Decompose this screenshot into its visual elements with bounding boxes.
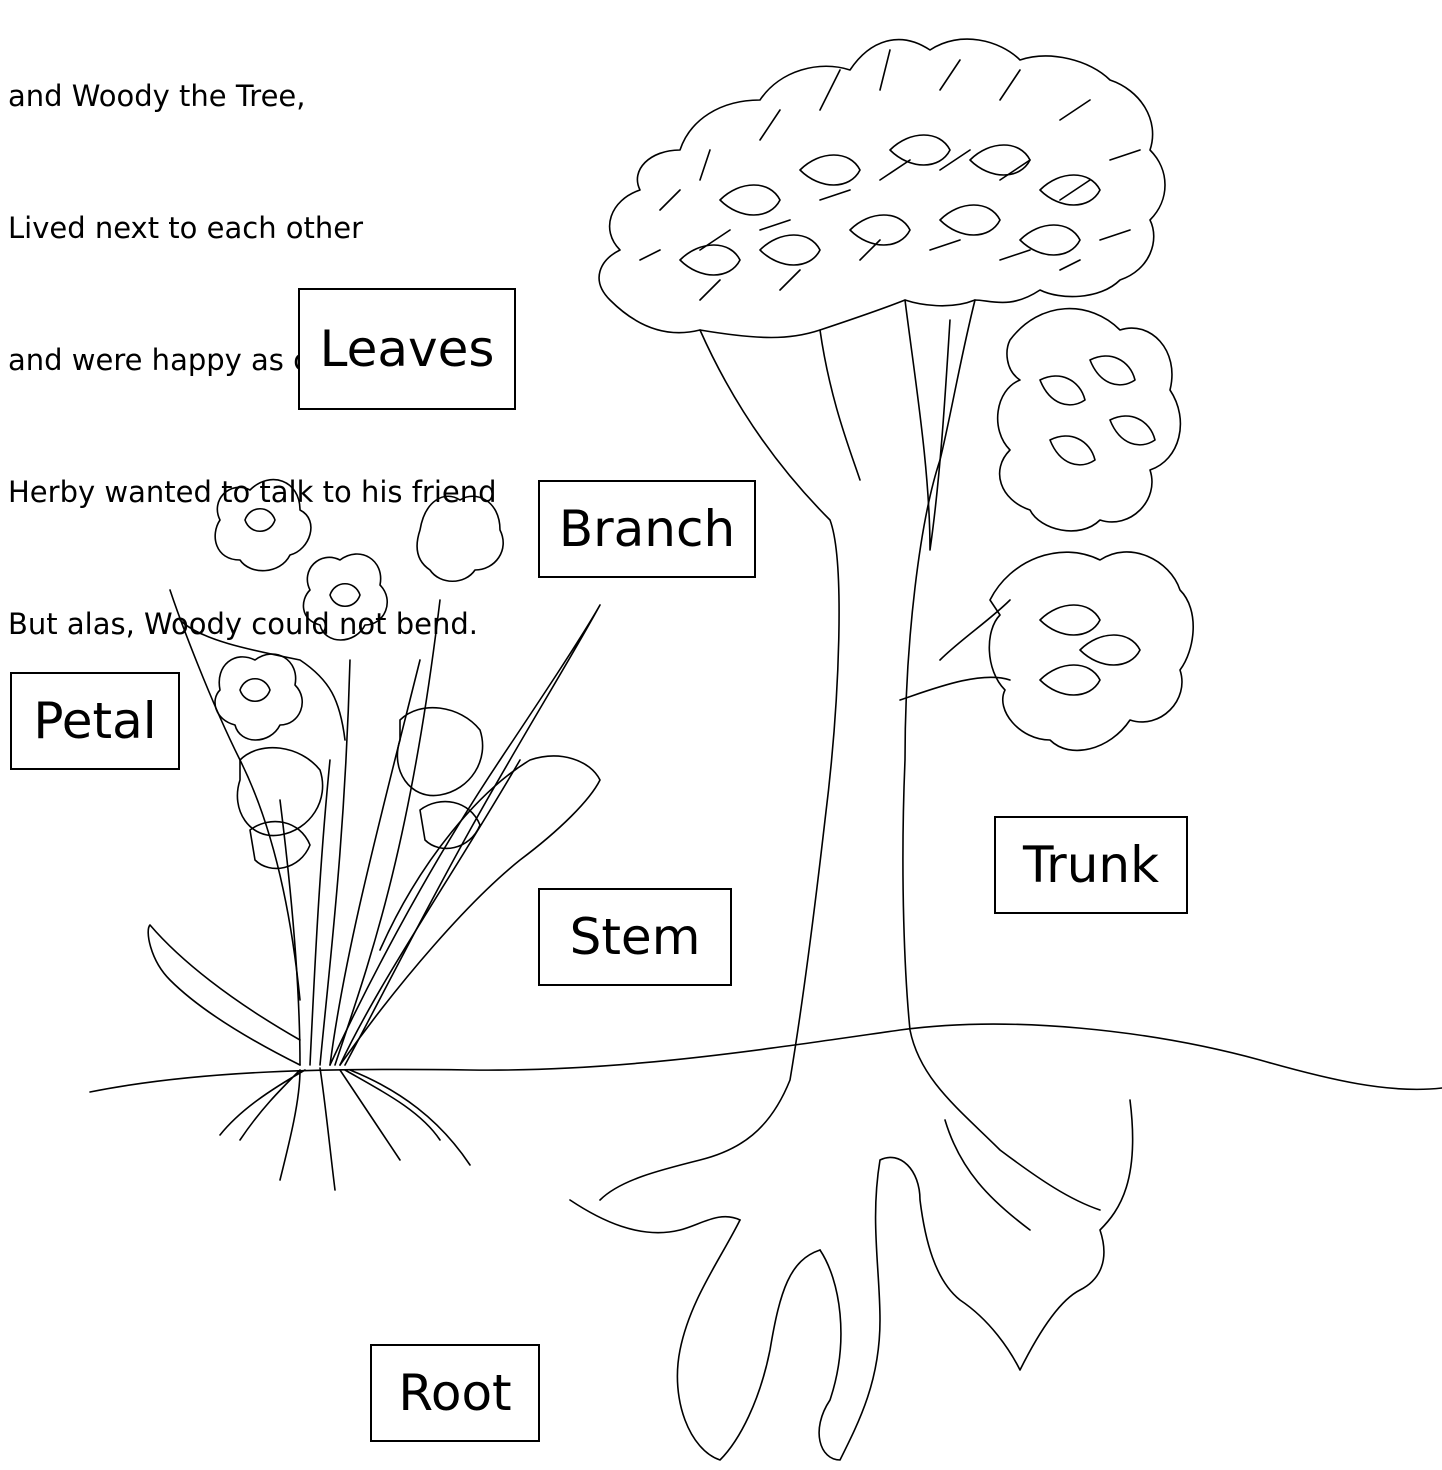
label-root: Root bbox=[370, 1344, 540, 1442]
label-stem: Stem bbox=[538, 888, 732, 986]
tree-trunk bbox=[600, 330, 839, 1200]
label-leaves: Leaves bbox=[298, 288, 516, 410]
flower-drawing bbox=[148, 480, 600, 1190]
tree-drawing bbox=[570, 39, 1193, 1460]
flower-head bbox=[215, 480, 311, 571]
label-trunk: Trunk bbox=[994, 816, 1188, 914]
flower-roots bbox=[220, 1068, 470, 1190]
tree-foliage bbox=[599, 39, 1193, 750]
label-branch: Branch bbox=[538, 480, 756, 578]
ground-line bbox=[90, 1024, 1442, 1092]
label-petal: Petal bbox=[10, 672, 180, 770]
